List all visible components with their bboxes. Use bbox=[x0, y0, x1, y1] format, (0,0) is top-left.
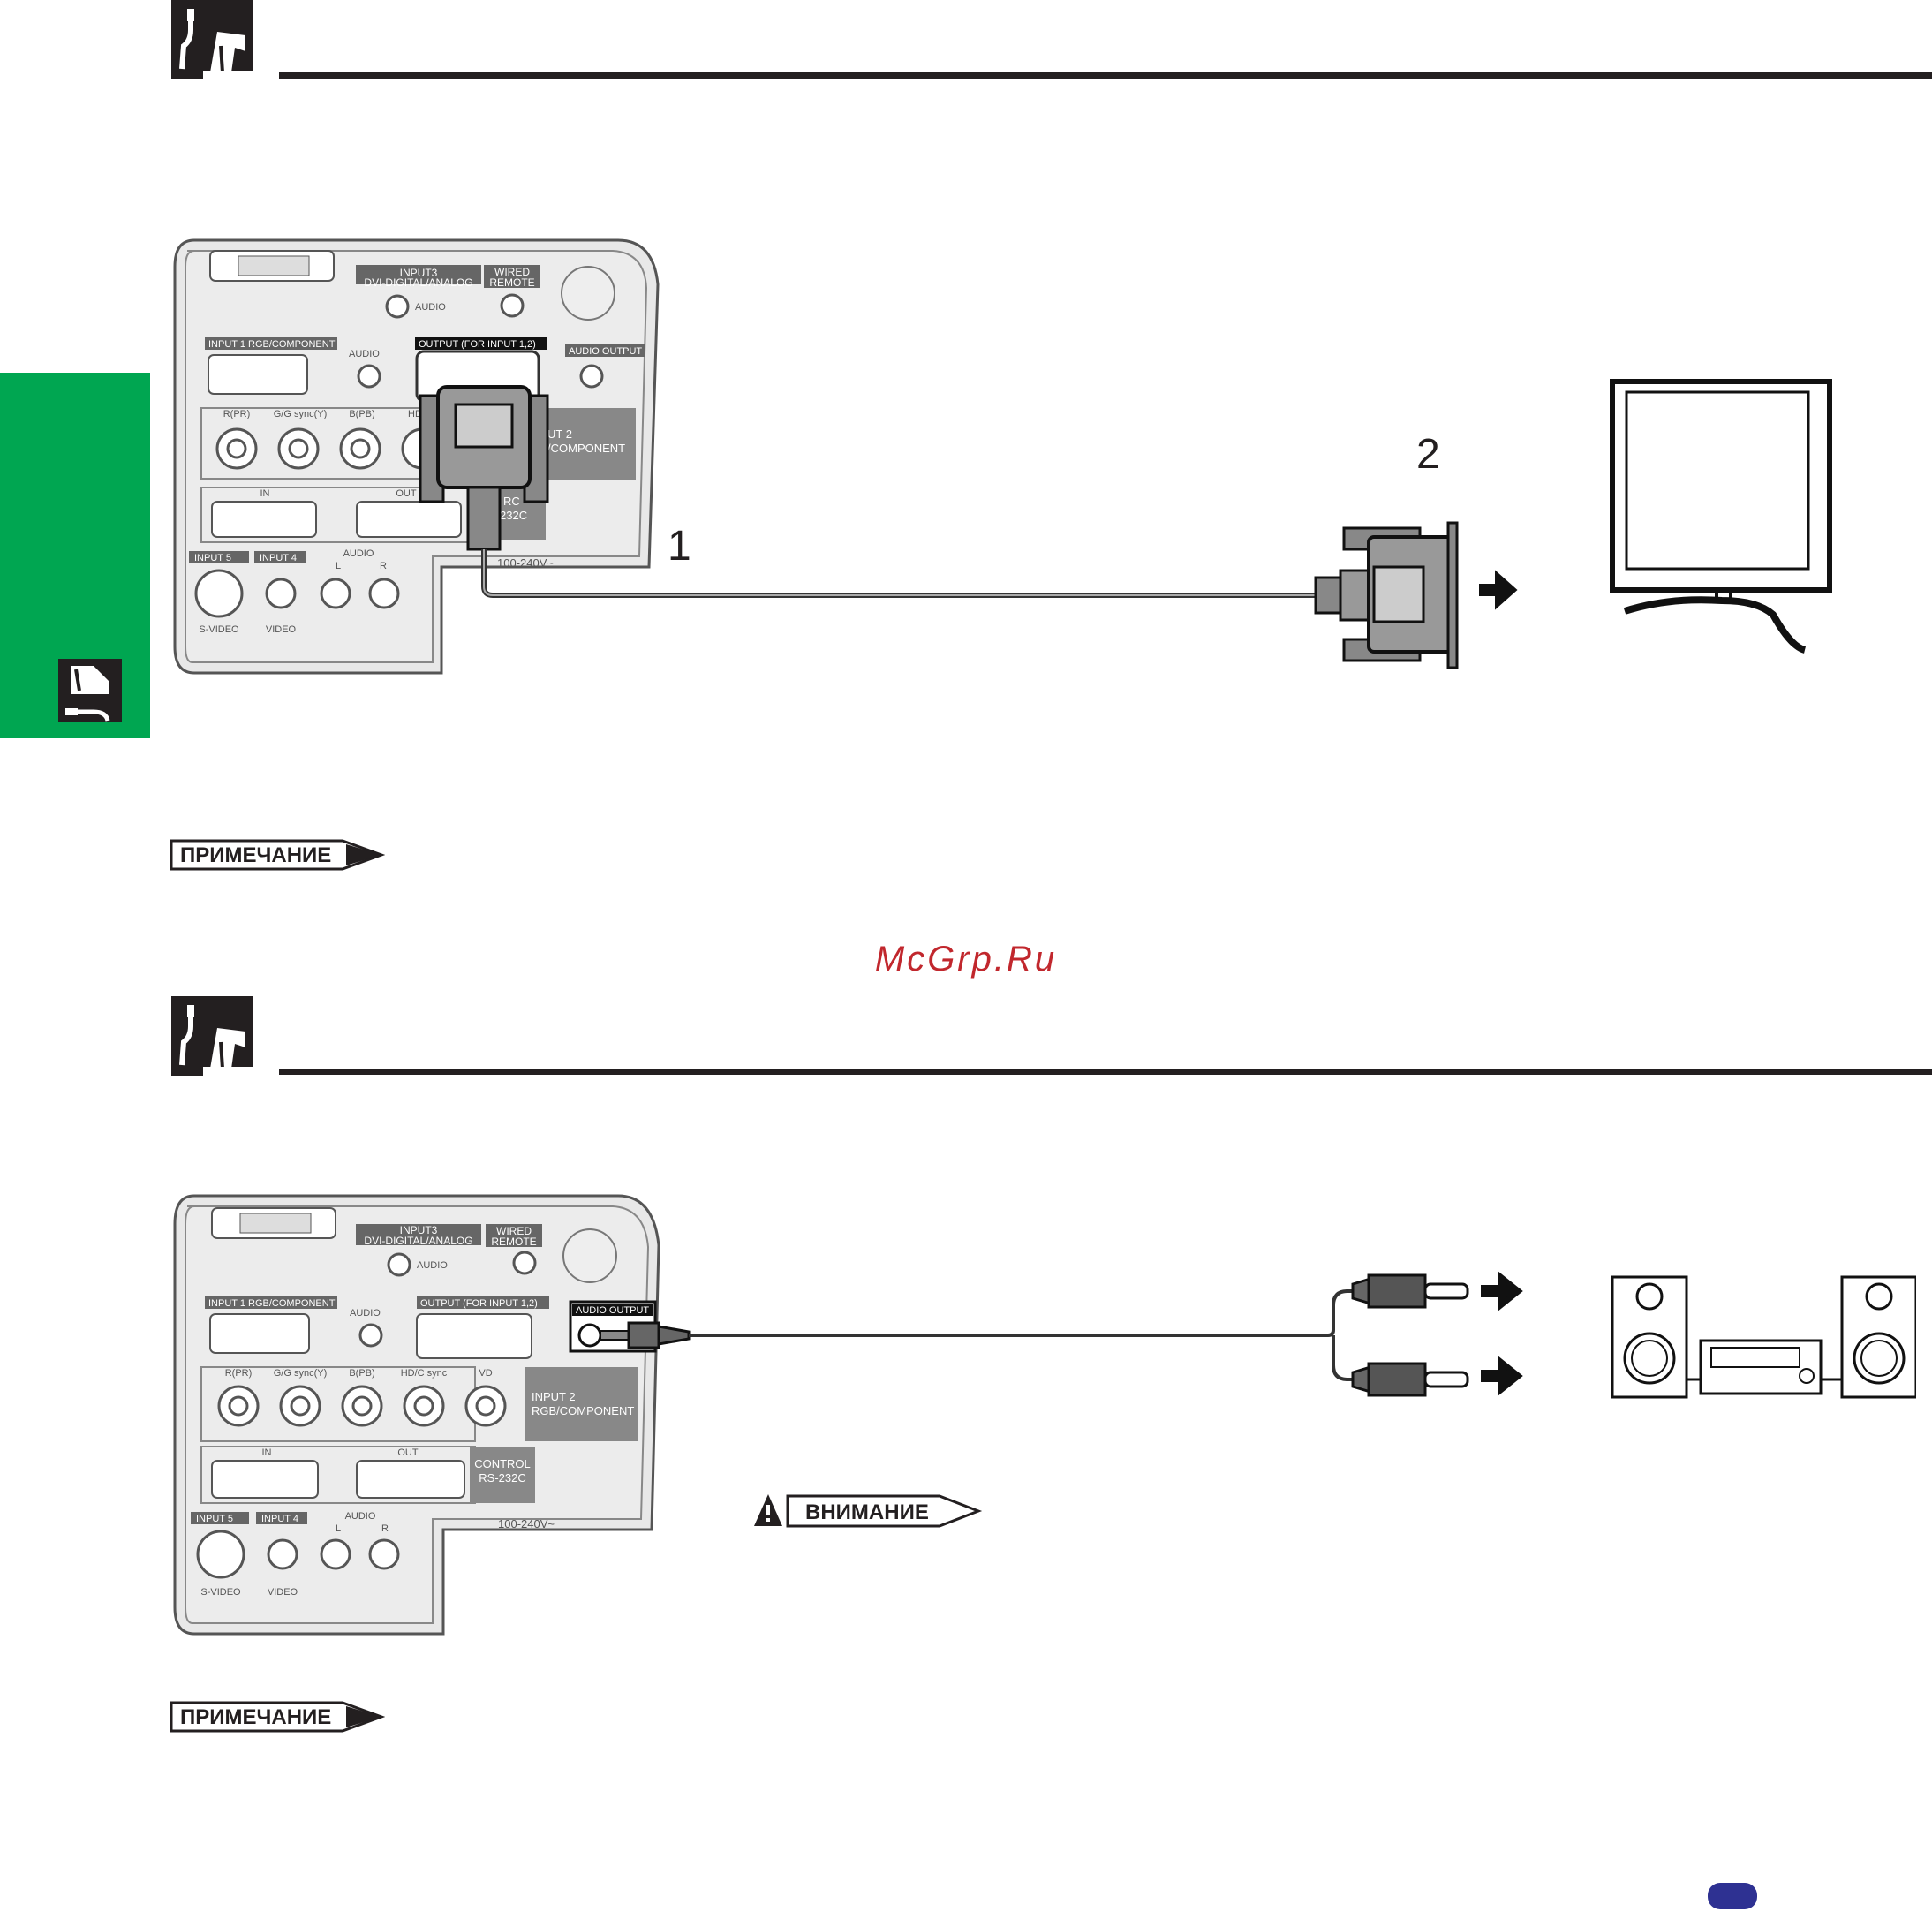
rca-plug-bottom bbox=[1367, 1362, 1427, 1397]
caution-text: ВНИМАНИЕ bbox=[805, 1500, 929, 1524]
rs232-out-port bbox=[356, 501, 462, 538]
label-l-2: L bbox=[336, 1523, 341, 1534]
label-rs: RC bbox=[503, 495, 520, 508]
label-wired: WIRED bbox=[494, 266, 530, 278]
label-audio-dvi: AUDIO bbox=[415, 302, 446, 313]
connection-tab-icon bbox=[58, 659, 122, 722]
label-remote: REMOTE bbox=[489, 276, 534, 289]
label-b-2: B(PB) bbox=[349, 1368, 374, 1379]
label-svideo: S-VIDEO bbox=[199, 624, 239, 635]
note-label-bottom: ПРИМЕЧАНИЕ bbox=[170, 1701, 385, 1733]
audio-jack-input1 bbox=[357, 364, 381, 389]
chapter-tab bbox=[0, 373, 150, 738]
label-r-2: R(PR) bbox=[225, 1368, 253, 1379]
label-in-2: IN bbox=[262, 1447, 272, 1458]
label-r-audio: R bbox=[380, 561, 387, 571]
vent-circle bbox=[561, 266, 615, 321]
label-l: L bbox=[336, 561, 341, 571]
arrow-to-audio-top bbox=[1481, 1271, 1523, 1311]
label-input3: INPUT3 bbox=[400, 267, 438, 279]
label-input4: INPUT 4 bbox=[260, 553, 297, 563]
note-text-bottom: ПРИМЕЧАНИЕ bbox=[180, 1705, 331, 1729]
mini-jack-plug bbox=[627, 1321, 660, 1349]
video-port bbox=[265, 578, 297, 609]
page-number-badge bbox=[1708, 1883, 1757, 1909]
label-g: G/G sync(Y) bbox=[274, 409, 328, 419]
audio-output-jack-2 bbox=[577, 1323, 602, 1348]
label-control: CONTROL bbox=[474, 1457, 531, 1470]
label-remote-2: REMOTE bbox=[491, 1236, 536, 1248]
svideo-port bbox=[194, 569, 244, 618]
label-input2-2: INPUT 2 bbox=[532, 1390, 576, 1403]
label-in: IN bbox=[260, 488, 270, 499]
callout-2: 2 bbox=[1416, 431, 1440, 478]
caution-label: ВНИМАНИЕ bbox=[754, 1494, 983, 1528]
audio-r-port bbox=[368, 578, 400, 609]
label-audio-lr: AUDIO bbox=[343, 548, 374, 559]
label-r-audio-2: R bbox=[381, 1523, 389, 1534]
label-hd-2: HD/C sync bbox=[401, 1368, 448, 1379]
label-r: R(PR) bbox=[223, 409, 251, 419]
rca-plug-top bbox=[1367, 1273, 1427, 1309]
callout-1: 1 bbox=[668, 523, 691, 570]
label-audio-dvi-2: AUDIO bbox=[417, 1260, 448, 1271]
label-dvi-2: DVI-DIGITAL/ANALOG bbox=[364, 1235, 472, 1247]
label-g-2: G/G sync(Y) bbox=[274, 1368, 328, 1379]
audio-output-jack bbox=[579, 364, 604, 389]
rgb-input1-port bbox=[208, 354, 308, 395]
note-text-top: ПРИМЕЧАНИЕ bbox=[180, 843, 331, 867]
rs232-in-port bbox=[211, 501, 317, 538]
label-audio-lr-2: AUDIO bbox=[345, 1511, 376, 1522]
audio-cable bbox=[689, 1289, 1353, 1337]
watermark: McGrp.Ru bbox=[874, 940, 1058, 979]
section-rule-bottom bbox=[279, 1069, 1932, 1075]
monitor-icon bbox=[1610, 379, 1832, 654]
label-component-2: RGB/COMPONENT bbox=[532, 1404, 634, 1417]
label-b: B(PB) bbox=[349, 409, 374, 419]
label-voltage-2: 100-240V~ bbox=[498, 1517, 555, 1530]
label-video: VIDEO bbox=[266, 624, 297, 635]
note-label-top: ПРИМЕЧАНИЕ bbox=[170, 839, 385, 871]
label-input5: INPUT 5 bbox=[194, 553, 231, 563]
label-out-2: OUT bbox=[397, 1447, 419, 1458]
label-input3-2: INPUT3 bbox=[400, 1224, 438, 1236]
label-input2: UT 2 bbox=[547, 427, 572, 441]
connection-section-icon bbox=[171, 0, 253, 79]
audio-jack-dvi bbox=[385, 294, 410, 319]
label-input1: INPUT 1 RGB/COMPONENT bbox=[208, 339, 336, 350]
label-wired-2: WIRED bbox=[496, 1225, 532, 1237]
label-audio-input1-2: AUDIO bbox=[350, 1308, 381, 1319]
label-output: OUTPUT (FOR INPUT 1,2) bbox=[419, 339, 536, 350]
label-output-2: OUTPUT (FOR INPUT 1,2) bbox=[420, 1298, 538, 1309]
audio-system-icon bbox=[1611, 1275, 1916, 1399]
label-video-2: VIDEO bbox=[268, 1587, 298, 1598]
label-vd: VD bbox=[479, 1368, 492, 1379]
arrow-to-audio-bottom bbox=[1481, 1356, 1523, 1396]
label-audio-output: AUDIO OUTPUT bbox=[569, 346, 642, 357]
monitor-connection-diagram: INPUT3 DVI-DIGITAL/ANALOG AUDIO WIRED RE… bbox=[173, 238, 1832, 675]
wired-remote-jack bbox=[500, 293, 525, 318]
label-input4-2: INPUT 4 bbox=[261, 1514, 298, 1524]
audio-connection-diagram: INPUT3 DVI-DIGITAL/ANALOG AUDIO WIRED RE… bbox=[173, 1194, 1916, 1636]
label-audio-output-2: AUDIO OUTPUT bbox=[576, 1305, 649, 1316]
label-input1-2: INPUT 1 RGB/COMPONENT bbox=[208, 1298, 336, 1309]
label-dvi: DVI-DIGITAL/ANALOG bbox=[364, 276, 472, 289]
label-232c: 232C bbox=[500, 509, 527, 522]
audio-section-icon bbox=[171, 996, 253, 1076]
label-voltage: 100-240V~ bbox=[497, 556, 554, 570]
audio-l-port bbox=[320, 578, 351, 609]
label-audio-input1: AUDIO bbox=[349, 349, 380, 359]
label-component: /COMPONENT bbox=[547, 442, 625, 455]
label-rs232c: RS-232C bbox=[479, 1471, 525, 1485]
label-input5-2: INPUT 5 bbox=[196, 1514, 233, 1524]
section-rule-top bbox=[279, 72, 1932, 79]
label-out: OUT bbox=[396, 488, 417, 499]
arrow-to-monitor bbox=[1479, 570, 1518, 610]
label-svideo-2: S-VIDEO bbox=[200, 1587, 241, 1598]
